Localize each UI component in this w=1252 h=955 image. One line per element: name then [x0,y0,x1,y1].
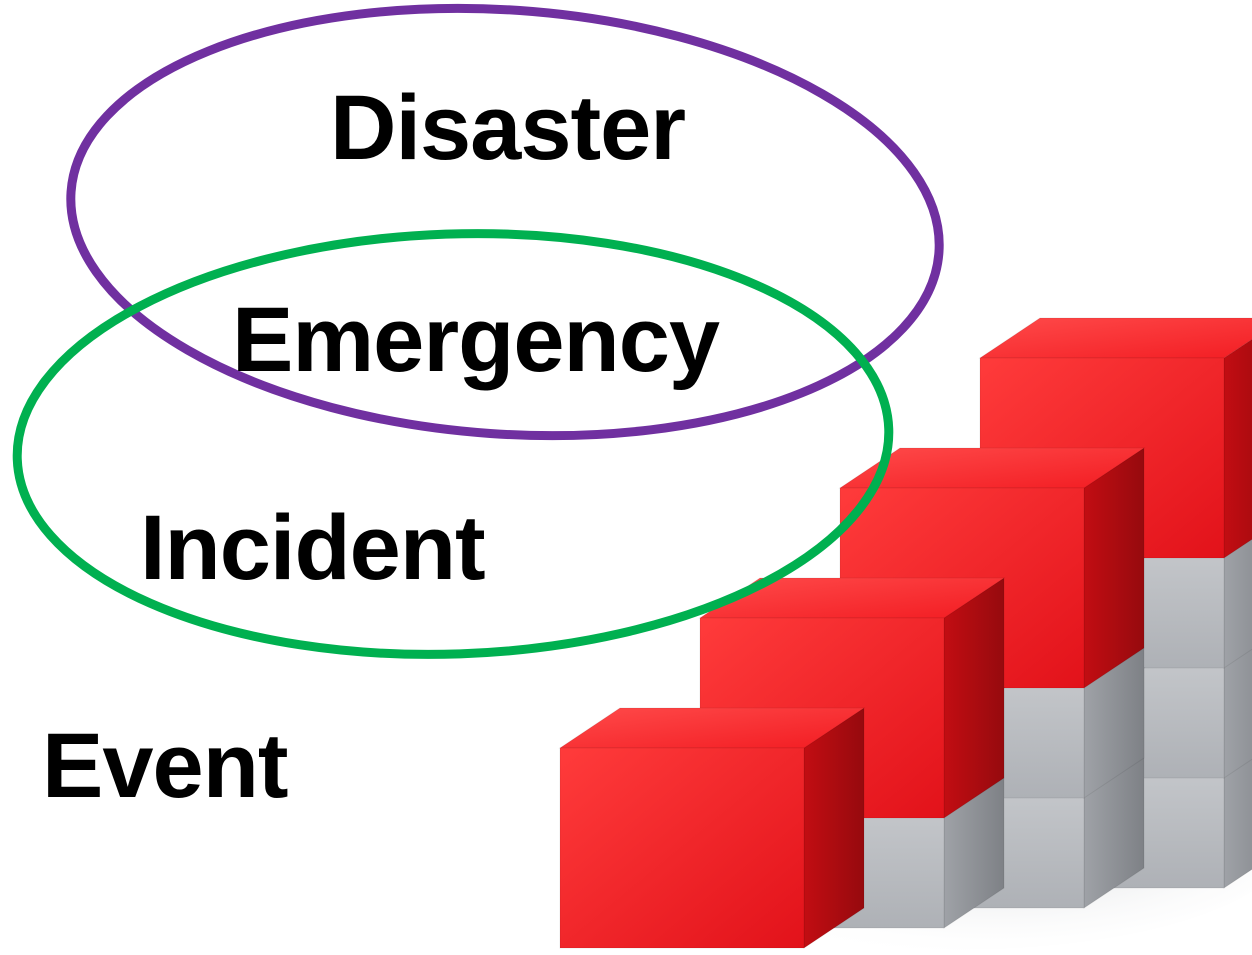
red-cube [558,707,866,949]
term-incident: Incident [140,497,486,599]
term-disaster: Disaster [330,77,686,179]
emergency-ellipse [12,229,894,659]
disaster-ellipse [66,3,944,441]
term-event: Event [42,715,289,817]
cube-front-face [559,747,805,949]
term-emergency: Emergency [232,289,720,391]
